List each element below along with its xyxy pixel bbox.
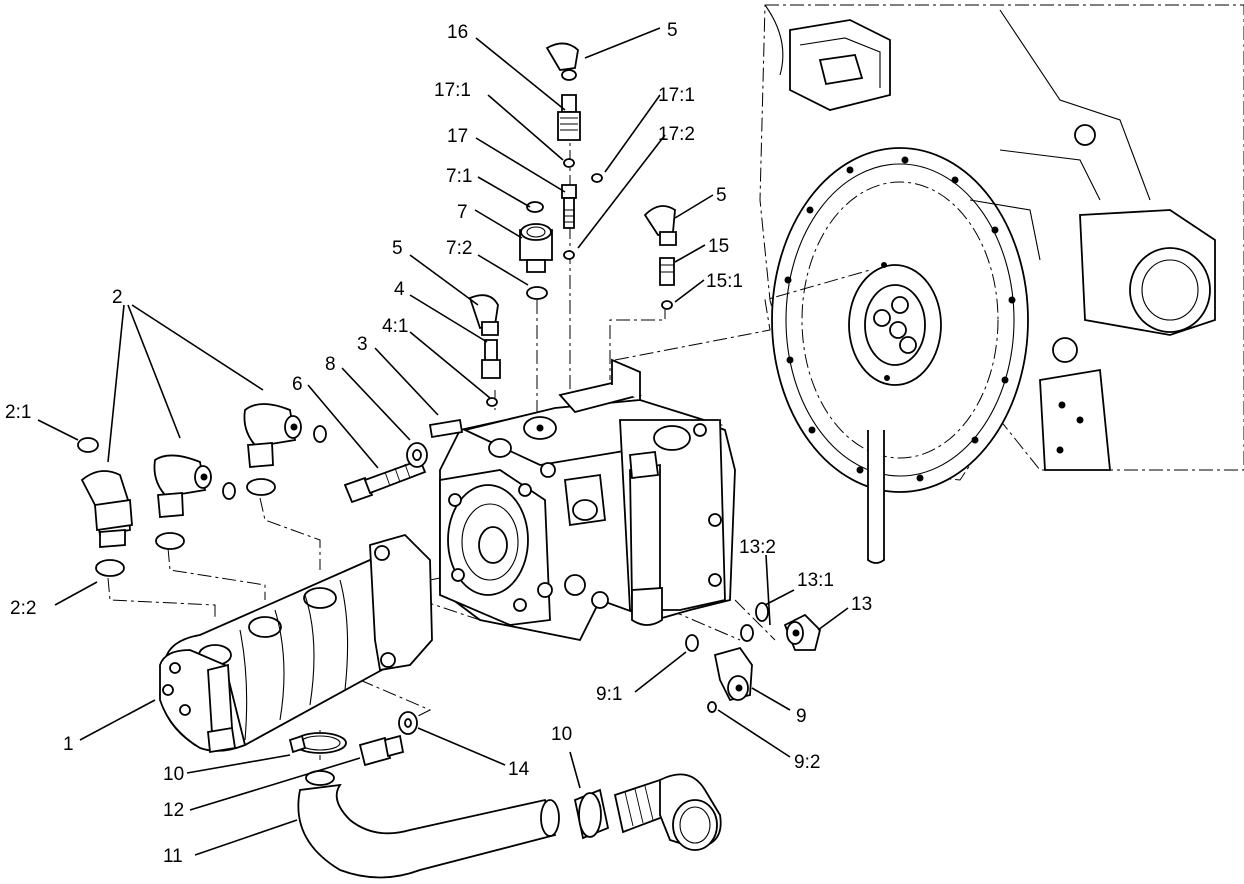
callout-6: 6 — [292, 374, 303, 395]
callout-7-1: 7:1 — [446, 166, 472, 187]
callout-2-1: 2:1 — [5, 402, 31, 423]
callout-13: 13 — [851, 594, 872, 615]
callout-9: 9 — [796, 706, 807, 727]
top-fittings — [519, 42, 677, 310]
callout-8: 8 — [325, 354, 336, 375]
callout-9-2: 9:2 — [794, 752, 820, 773]
callout-9-1: 9:1 — [596, 684, 622, 705]
callout-12: 12 — [163, 800, 184, 821]
callout-10-left: 10 — [163, 764, 184, 785]
callout-3: 3 — [357, 334, 368, 355]
callout-14: 14 — [508, 759, 530, 780]
callout-5-left: 5 — [392, 238, 403, 259]
engine-flywheel-housing — [759, 4, 1244, 564]
callout-15-1: 15:1 — [706, 271, 743, 292]
callout-5-right: 5 — [716, 185, 727, 206]
callout-1: 1 — [63, 734, 74, 755]
right-fittings — [685, 602, 821, 713]
callout-13-2: 13:2 — [739, 537, 776, 558]
callout-16: 16 — [447, 22, 468, 43]
callout-7-2: 7:2 — [446, 238, 472, 259]
callout-10-right: 10 — [551, 724, 572, 745]
callout-17: 17 — [447, 126, 468, 147]
elbow-fittings — [77, 403, 327, 577]
callout-17-1-right: 17:1 — [658, 85, 695, 106]
callout-5-top: 5 — [667, 20, 678, 41]
callout-7: 7 — [457, 202, 468, 223]
gear-pump — [159, 533, 433, 754]
callout-17-1-left: 17:1 — [434, 80, 471, 101]
callout-11: 11 — [163, 846, 183, 867]
hydrostatic-pump — [428, 294, 736, 642]
callout-4: 4 — [394, 279, 405, 300]
hose-assembly — [288, 711, 722, 879]
callout-13-1: 13:1 — [797, 570, 834, 591]
callout-labels: 16 5 17:1 17:1 17 17:2 7:1 7 7:2 5 15 15… — [5, 20, 872, 867]
callout-15: 15 — [708, 236, 729, 257]
callout-17-2: 17:2 — [658, 124, 695, 145]
callout-2: 2 — [112, 287, 123, 308]
bolt-and-washer — [343, 442, 428, 504]
leader-lines — [37, 27, 849, 856]
callout-2-2: 2:2 — [10, 598, 36, 619]
callout-4-1: 4:1 — [382, 316, 408, 337]
